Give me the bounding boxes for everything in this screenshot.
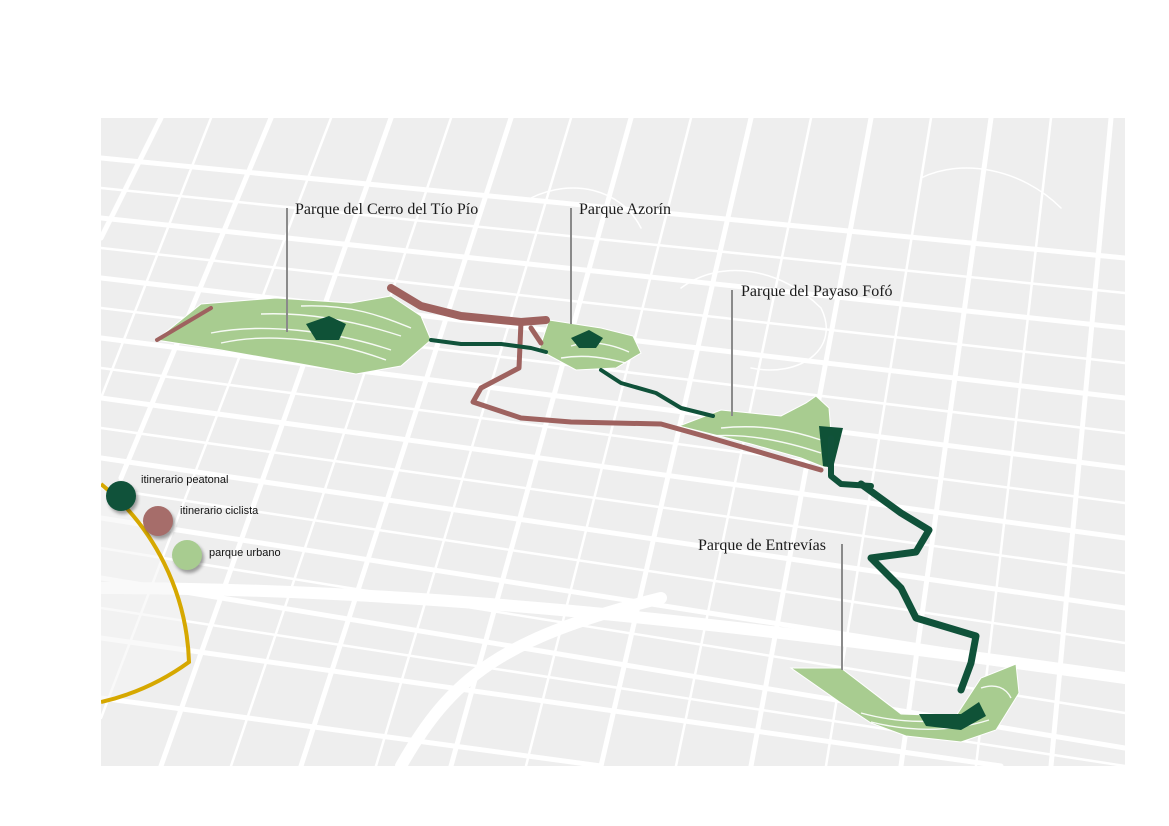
park-area-cerro [154,295,432,375]
leader-line-azorin [570,208,572,324]
label-parque-entrevias: Parque de Entrevías [698,537,826,554]
leader-line-entrevias [841,544,843,670]
legend-label-pedestrian: itinerario peatonal [141,474,229,486]
legend-dot-park [172,540,202,570]
label-parque-azorin: Parque Azorín [579,201,671,218]
park-area-entrevias [789,663,1020,743]
legend-label-park: parque urbano [209,547,281,559]
park-area-payaso [677,395,832,469]
legend-label-cycle: itinerario ciclista [180,505,259,517]
park-contours [210,305,1012,730]
cycle-route [155,284,824,473]
label-parque-payaso: Parque del Payaso Fofó [741,283,893,300]
leader-line-cerro [286,208,288,332]
city-map [101,118,1125,766]
leader-line-payaso [731,290,733,416]
map-panel [101,118,1125,766]
legend-ring [101,482,192,704]
label-parque-cerro: Parque del Cerro del Tío Pío [295,201,479,218]
legend-dot-cycle [143,506,173,536]
legend-dot-pedestrian [106,481,136,511]
pedestrian-route [429,338,980,694]
legend-ring-fill [101,484,189,702]
